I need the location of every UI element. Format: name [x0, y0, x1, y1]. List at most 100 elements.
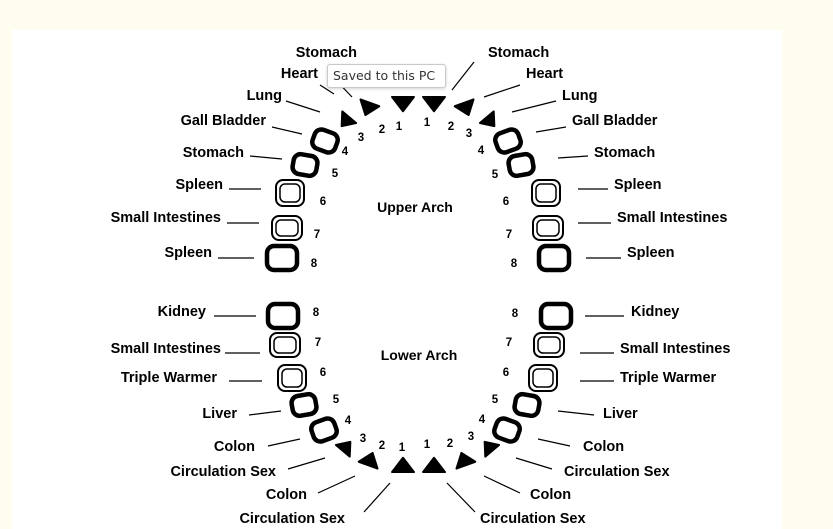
tooth-number: 8 [512, 308, 519, 320]
tooth-number: 7 [314, 229, 320, 241]
tooth-number: 1 [399, 442, 406, 454]
lower-right-leader-line [558, 411, 594, 415]
upper-left-label: Stomach [183, 145, 244, 161]
tooth-number: 8 [311, 258, 318, 270]
tooth-number: 2 [379, 440, 385, 452]
upper-tooth-6-left [276, 180, 304, 206]
lower-left-leader-line [364, 483, 390, 512]
upper-tooth-7-left [272, 216, 302, 240]
lower-left-label: Liver [202, 406, 237, 422]
upper-right-leader-line [536, 127, 566, 132]
tooth-number: 6 [503, 196, 509, 208]
lower-right-label: Colon [530, 487, 571, 503]
tooth-number: 4 [342, 146, 349, 158]
lower-right-leader-line [538, 439, 570, 446]
upper-left-label: Spleen [164, 245, 212, 261]
tooth-number: 3 [468, 431, 474, 443]
lower-right-leader-line [484, 476, 520, 493]
upper-right-label: Stomach [488, 45, 549, 61]
upper-left-leader-line [250, 156, 282, 159]
upper-right-label: Heart [526, 66, 563, 82]
lower-right-label: Triple Warmer [620, 370, 717, 386]
upper-right-leader-line [512, 101, 556, 112]
lower-tooth-6-right [529, 365, 557, 391]
lower-tooth-2-left [359, 453, 378, 469]
tooth-number: 1 [424, 117, 431, 129]
tooth-number: 7 [506, 229, 512, 241]
lower-left-label: Circulation Sex [239, 511, 345, 527]
lower-tooth-3-left [336, 442, 350, 457]
lower-left-leader-line [249, 411, 281, 415]
lower-tooth-6-left [278, 365, 306, 391]
tooth-number: 1 [396, 121, 403, 133]
upper-tooth-6-right [532, 180, 560, 206]
tooth-number: 7 [506, 337, 512, 349]
upper-tooth-3-left [480, 111, 494, 126]
upper-right-label: Small Intestines [617, 210, 727, 226]
tooth-number: 6 [503, 367, 509, 379]
tooth-number: 3 [360, 433, 366, 445]
upper-left-leader-line [272, 127, 302, 134]
tooth-number: 2 [448, 121, 454, 133]
upper-tooth-4-right [493, 127, 522, 154]
tooth-number: 8 [511, 258, 518, 270]
saved-tooltip: Saved to this PC [327, 64, 446, 88]
upper-right-label: Gall Bladder [572, 113, 658, 129]
upper-arch-title: Upper Arch [377, 199, 453, 215]
upper-right-label: Lung [562, 88, 597, 104]
lower-tooth-5-right [513, 393, 540, 417]
upper-tooth-3-right [342, 111, 356, 126]
lower-tooth-7-left [270, 333, 300, 357]
lower-tooth-1-left [392, 458, 414, 472]
lower-arch-title: Lower Arch [381, 347, 458, 363]
tooth-number: 6 [320, 196, 326, 208]
lower-right-label: Circulation Sex [480, 511, 586, 527]
lower-tooth-1-right [423, 458, 445, 472]
upper-right-leader-line [452, 62, 474, 90]
upper-left-label: Stomach [296, 45, 357, 61]
upper-tooth-8-right [539, 246, 569, 270]
upper-right-label: Spleen [627, 245, 675, 261]
tooth-number: 2 [379, 124, 385, 136]
tooth-number: 6 [320, 367, 326, 379]
lower-tooth-8-left [268, 304, 298, 328]
lower-left-label: Triple Warmer [121, 370, 218, 386]
lower-right-label: Colon [583, 439, 624, 455]
tooth-number: 4 [479, 414, 486, 426]
tooth-number: 5 [492, 169, 499, 181]
tooth-number: 5 [332, 168, 339, 180]
upper-tooth-1-left [423, 97, 445, 111]
lower-tooth-4-left [309, 416, 338, 443]
upper-left-leader-line [286, 101, 320, 112]
lower-left-label: Circulation Sex [170, 464, 276, 480]
lower-left-label: Colon [266, 487, 307, 503]
upper-right-leader-line [558, 156, 588, 158]
upper-tooth-4-left [310, 127, 339, 154]
lower-right-label: Small Intestines [620, 341, 730, 357]
lower-tooth-4-right [492, 416, 521, 443]
lower-left-label: Kidney [158, 304, 206, 320]
upper-tooth-2-left [455, 99, 474, 115]
lower-tooth-5-left [290, 393, 317, 417]
upper-left-label: Spleen [175, 177, 223, 193]
upper-left-label: Heart [281, 66, 318, 82]
tooth-number: 3 [358, 132, 364, 144]
upper-tooth-5-right [507, 153, 534, 177]
lower-right-label: Circulation Sex [564, 464, 670, 480]
lower-left-leader-line [268, 439, 300, 446]
lower-left-label: Colon [214, 439, 255, 455]
upper-right-label: Stomach [594, 145, 655, 161]
tooth-number: 3 [466, 128, 472, 140]
upper-tooth-5-left [291, 153, 318, 177]
upper-left-label: Small Intestines [111, 210, 221, 226]
tooth-number: 5 [492, 394, 499, 406]
lower-tooth-3-right [485, 442, 499, 457]
lower-left-leader-line [288, 458, 325, 469]
upper-left-label: Lung [247, 88, 282, 104]
upper-right-leader-line [484, 85, 520, 97]
tooth-number: 8 [313, 307, 320, 319]
upper-tooth-7-right [533, 216, 563, 240]
upper-left-label: Gall Bladder [181, 113, 267, 129]
lower-right-label: Kidney [631, 304, 679, 320]
lower-tooth-8-right [541, 304, 571, 328]
